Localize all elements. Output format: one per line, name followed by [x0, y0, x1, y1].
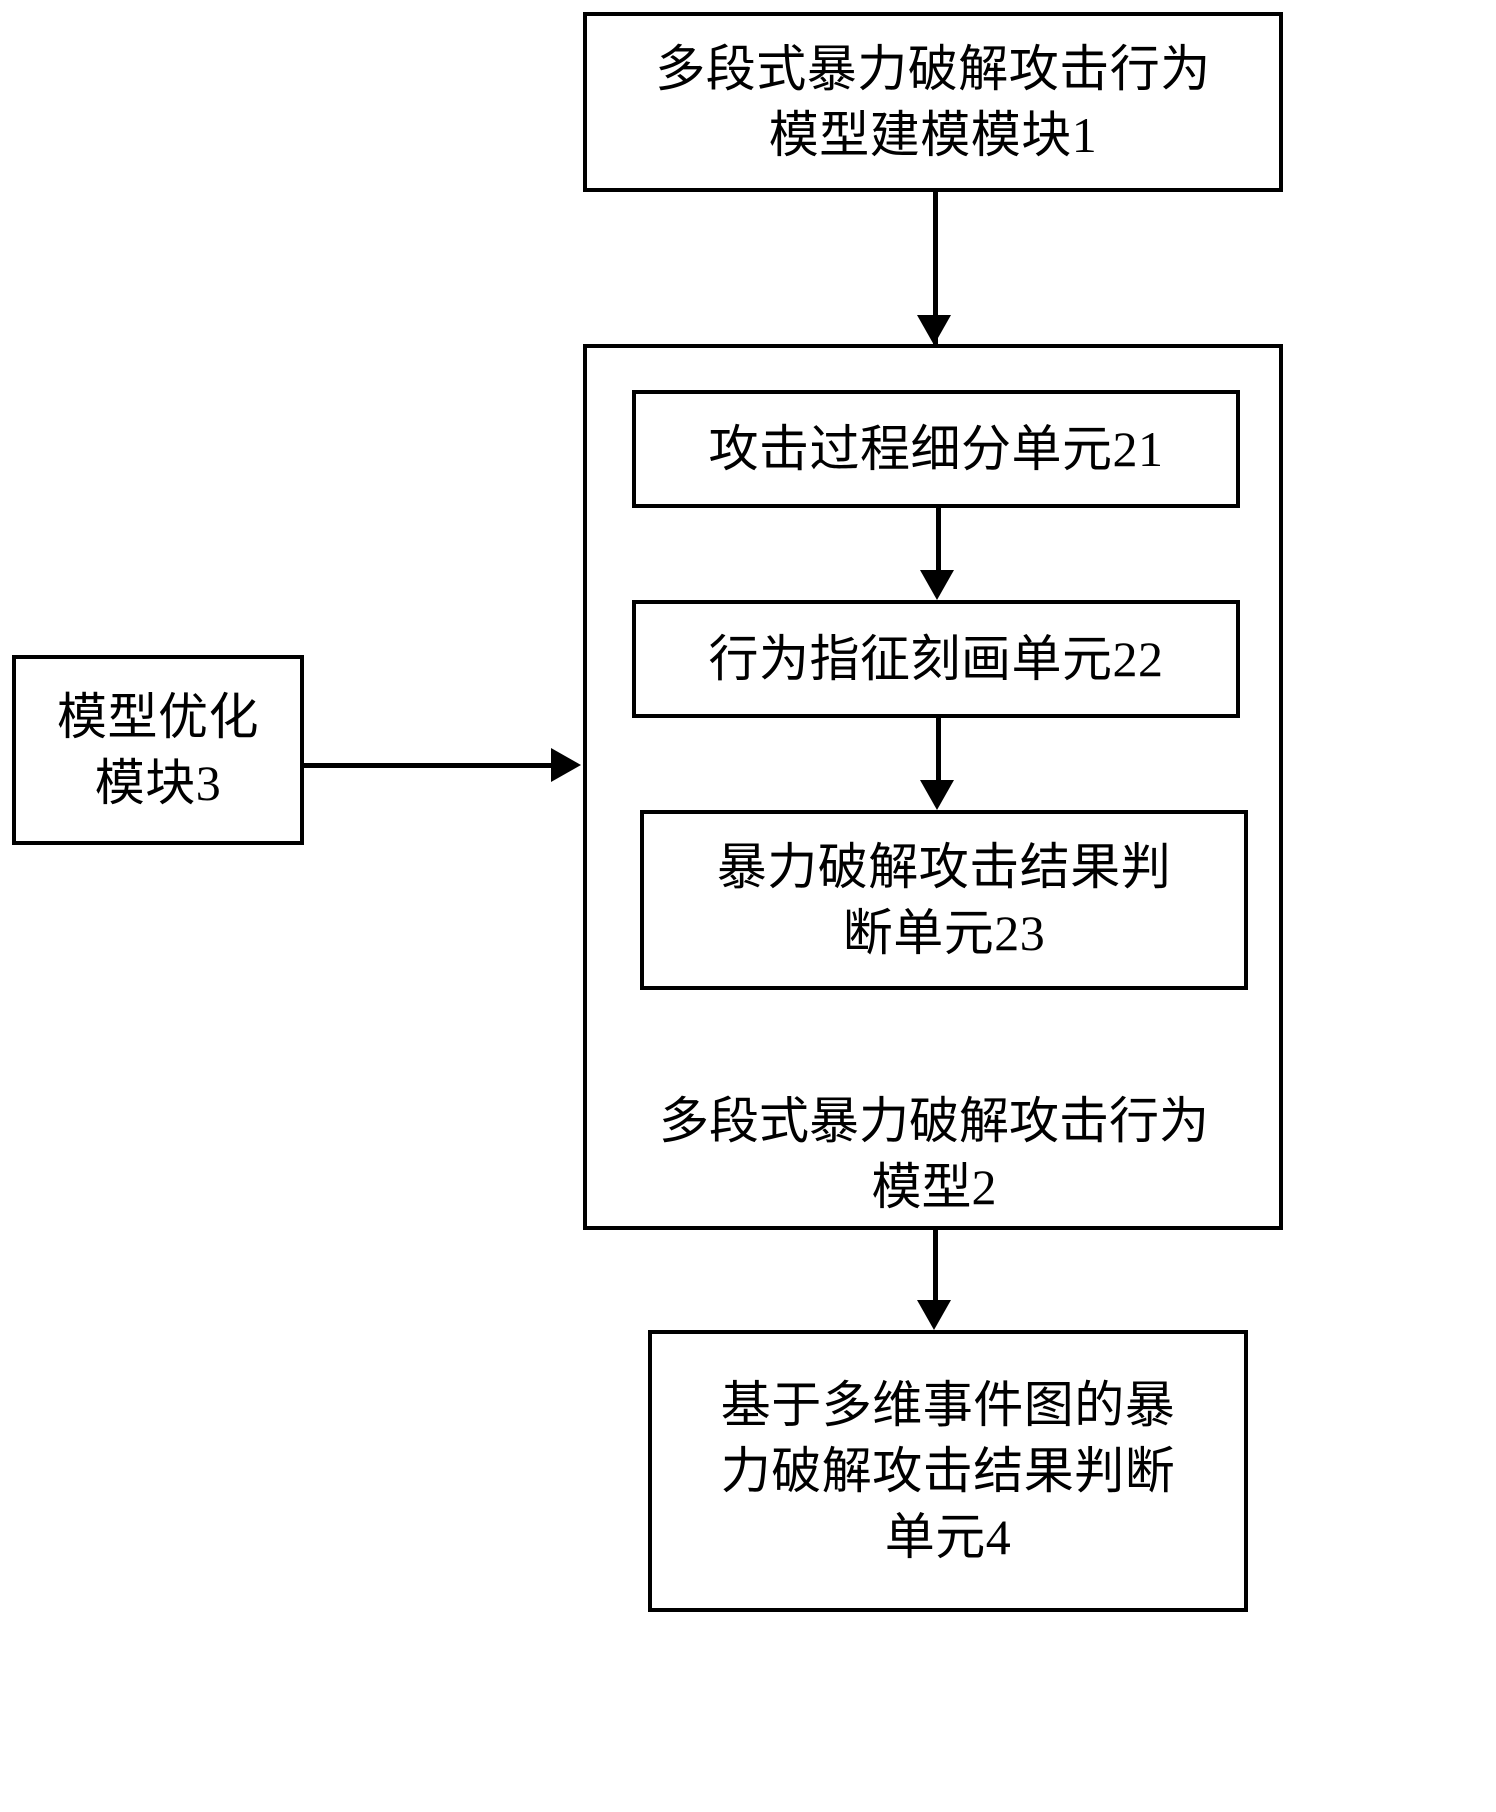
edge-unit22-to-unit23-line: [936, 718, 941, 786]
edge-unit21-to-unit22-line: [936, 508, 941, 576]
node-unit22-label: 行为指征刻画单元22: [708, 631, 1164, 687]
edge-module3-to-model2-line: [304, 763, 556, 768]
node-unit22: 行为指征刻画单元22: [632, 600, 1240, 718]
node-unit23: 暴力破解攻击结果判 断单元23: [640, 810, 1248, 990]
node-module3: 模型优化 模块3: [12, 655, 304, 845]
node-module3-label: 模型优化 模块3: [57, 689, 259, 811]
node-unit4-label: 基于多维事件图的暴 力破解攻击结果判断 单元4: [720, 1377, 1176, 1565]
node-unit4: 基于多维事件图的暴 力破解攻击结果判断 单元4: [648, 1330, 1248, 1612]
node-module1-label: 多段式暴力破解攻击行为 模型建模模块1: [655, 41, 1211, 163]
edge-module1-to-model2-line: [933, 192, 938, 344]
node-unit23-label: 暴力破解攻击结果判 断单元23: [716, 839, 1172, 961]
node-model2-label: 多段式暴力破解攻击行为 模型2: [659, 1093, 1209, 1215]
edge-model2-to-unit4-line: [933, 1230, 938, 1310]
edge-module1-to-model2-arrowhead: [917, 315, 951, 345]
node-unit21-label: 攻击过程细分单元21: [708, 421, 1164, 477]
node-model2-container: [583, 344, 1283, 1230]
node-unit21: 攻击过程细分单元21: [632, 390, 1240, 508]
node-module1: 多段式暴力破解攻击行为 模型建模模块1: [583, 12, 1283, 192]
edge-module3-to-model2-arrowhead: [551, 748, 581, 782]
node-model2-label-wrapper: 多段式暴力破解攻击行为 模型2: [600, 1022, 1268, 1220]
edge-unit22-to-unit23-arrowhead: [920, 780, 954, 810]
edge-unit21-to-unit22-arrowhead: [920, 570, 954, 600]
edge-model2-to-unit4-arrowhead: [917, 1300, 951, 1330]
